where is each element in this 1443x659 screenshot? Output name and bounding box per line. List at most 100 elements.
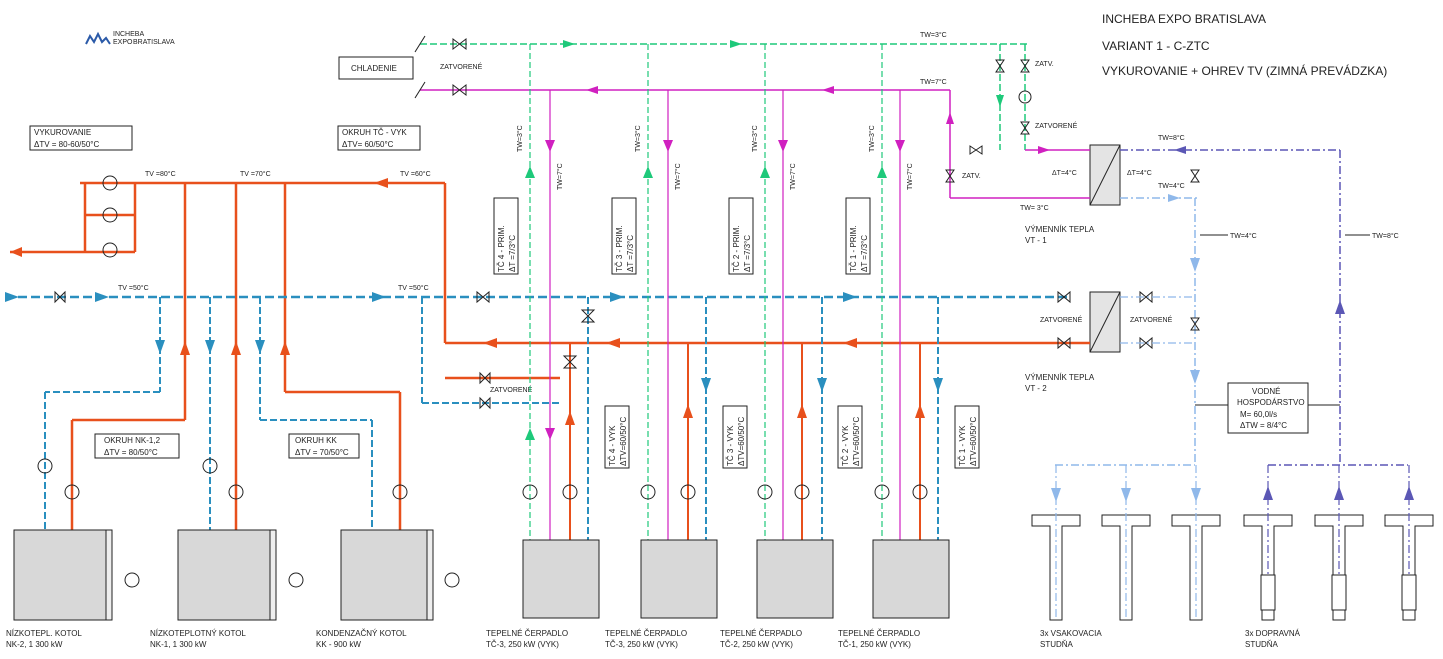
tc2-tw7: TW=7°C [789,163,797,190]
zatvorene-label-2: ZATVORENÉ [1035,121,1078,130]
valve-icon [1020,59,1030,73]
tc2-prim: TČ 2 - PRIM. [732,225,741,272]
return-water-network: TV =50°C TV =50°C OKRUH NK-1,2 ΔTV = 80/… [5,284,1070,530]
temp-tv60: TV =60°C [400,170,431,178]
arrow-up-icon [280,341,290,355]
arrow-down-icon [817,378,827,392]
tc1-prim: TČ 1 - PRIM. [849,225,858,272]
chladenie-label: CHLADENIE [351,64,397,73]
valve-icon [1139,290,1153,304]
pump-icon [757,484,773,500]
tc2-vyk: TČ 2 - VYK [841,425,850,466]
okruh-tc-box [337,125,421,151]
hot-water-network: VYKUROVANIE ΔTV = 80-60/50°C OKRUH TČ - … [10,125,945,530]
temp-tv50-b: TV =50°C [398,284,429,292]
valve-icon [479,396,491,410]
zatvorene-label-top: ZATVORENÉ [440,62,483,71]
pump-icon [874,484,890,500]
arrow-down-icon [701,378,711,392]
valve-icon [1057,336,1071,350]
tc4-prim: TČ 4 - PRIM. [497,225,506,272]
arrow-left-icon [586,86,598,94]
okruh-nk-dt: ΔTV = 80/50°C [104,448,158,457]
arrow-down-icon [996,95,1004,107]
zatv-label-2: ZATV. [962,173,981,180]
pump-icon [64,484,80,500]
logo-wave-icon [85,31,111,45]
mixing-valve-icon [202,458,218,474]
pump-icon [102,242,118,258]
arrow-right-icon [843,292,857,302]
temp-tw4: TW=4°C [1158,182,1185,190]
tc4-tw3: TW=3°C [516,125,524,152]
vt2-cap1: VÝMENNÍK TEPLA [1025,373,1095,382]
arrow-down-icon [155,340,165,354]
vodne-line2: HOSPODÁRSTVO [1237,398,1305,407]
tc3-prim-dt: ΔT =7/3°C [626,235,635,272]
boiler-nk1 [177,529,271,621]
incheba-logo: INCHEBA EXPO BRATISLAVA [85,31,175,46]
arrow-down-icon [255,340,265,354]
arrow-up-icon [643,166,653,178]
zatvorene-label-3: ZATVORENÉ [490,385,533,394]
arrow-left-icon [10,247,22,257]
arrow-up-icon [915,404,925,418]
arrow-right-icon [372,292,386,302]
arrow-right-icon [5,292,19,302]
valve-icon [54,290,66,304]
temp-tw3-b: TW= 3°C [1020,204,1049,212]
valve-icon [945,169,955,183]
tc1-tw7: TW=7°C [906,163,914,190]
well-pump-icon [1401,574,1417,611]
vykurovanie-box [29,125,133,151]
valve-icon [452,83,467,97]
temp-tv80: TV =80°C [145,170,176,178]
tc1-prim-dt: ΔT =7/3°C [860,235,869,272]
arrow-up-icon [1334,486,1344,500]
temp-tw3-top: TW=3°C [920,31,947,39]
wells-production-cap2: STUDŇA [1245,640,1279,649]
pump-icon [912,484,928,500]
pump-icon [102,207,118,223]
vodne-box [1227,382,1309,434]
water-management: TW=4°C TW=8°C VODNÉ HOSPODÁRSTVO M= 60,0… [1031,149,1434,649]
arrow-up-icon [525,428,535,440]
tc3-tw7: TW=7°C [674,163,682,190]
arrow-down-icon [545,428,555,440]
cooling-section: CHLADENIE ZATVORENÉ TW=3°C TW=7°C ZATV. … [338,31,1078,150]
pump-icon [562,484,578,500]
title-block: INCHEBA EXPO BRATISLAVA VARIANT 1 - C-ZT… [1102,12,1387,78]
title-line-3: VYKUROVANIE + OHREV TV (ZIMNÁ PREVÁDZKA) [1102,63,1387,78]
boiler-nk1-cap1: NÍZKOTEPLOTNÝ KOTOL [150,629,246,638]
arrow-right-icon [1038,146,1050,154]
arrow-down-icon [663,140,673,152]
vodne-line1: VODNÉ [1252,387,1280,396]
temp-tv50-a: TV =50°C [118,284,149,292]
tc4-cap2: TČ-3, 250 kW (VYK) [486,640,559,649]
boiler-nk2 [13,529,107,621]
wells-infiltration-cap1: 3x VSAKOVACIA [1040,629,1102,638]
arrow-up-icon [565,411,575,425]
boiler-kk-cap2: KK - 900 kW [316,640,361,649]
valve-icon [969,145,983,155]
valve-icon [580,309,596,323]
boiler-nk2-cap1: NÍZKOTEPL. KOTOL [6,629,82,638]
valve-icon [995,59,1005,73]
temp-tv70: TV =70°C [240,170,271,178]
arrow-up-icon [1404,486,1414,500]
arrow-left-icon [483,338,497,348]
arrow-right-icon [1168,194,1180,202]
arrow-down-icon [1051,488,1061,502]
zatvorene-label-4: ZATVORENÉ [1040,315,1083,324]
okruh-tc-dt: ΔTV= 60/50°C [342,140,394,149]
boiler-nk2-cap2: NK-2, 1 300 kW [6,640,63,649]
title-line-2: VARIANT 1 - C-ZTC [1102,39,1210,53]
boiler-nk1-cap2: NK-1, 1 300 kW [150,640,207,649]
pump-icon [392,484,408,500]
boiler-kk [340,529,428,621]
temp-tw8: TW=8°C [1158,134,1185,142]
zatv-label-1: ZATV. [1035,61,1054,68]
heat-pump-tc4 [522,539,600,619]
wells-infiltration-cap2: STUDŇA [1040,640,1074,649]
